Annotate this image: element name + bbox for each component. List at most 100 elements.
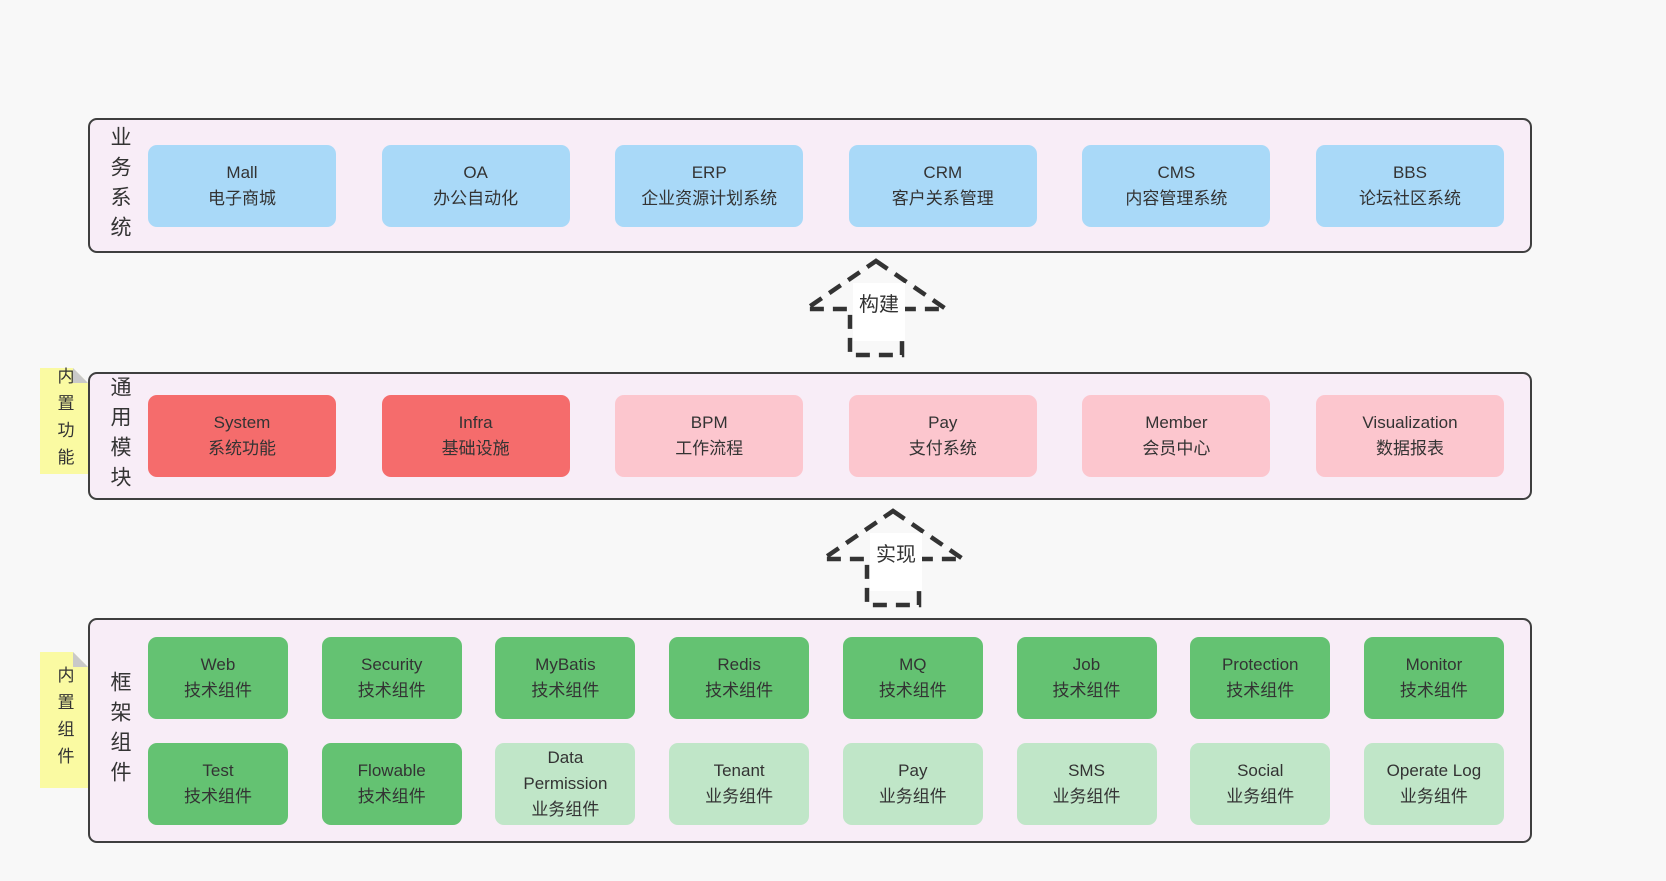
box-social: Social 业务组件: [1190, 742, 1331, 825]
box-pay-component-name: Pay: [898, 760, 928, 780]
box-bpm: BPM 工作流程: [615, 395, 804, 477]
box-pay-module-desc: 支付系统: [908, 439, 977, 458]
box-security-desc: 技术组件: [357, 680, 426, 700]
box-bpm-desc: 工作流程: [675, 439, 744, 458]
box-erp: ERP 企业资源计划系统: [615, 144, 804, 227]
box-test-name: Test: [202, 760, 234, 780]
box-protection-desc: 技术组件: [1226, 680, 1295, 700]
box-visualization-desc: 数据报表: [1375, 439, 1444, 458]
box-cms-desc: 内容管理系统: [1125, 188, 1228, 208]
box-mall-name: Mall: [226, 162, 258, 182]
box-mybatis: MyBatis 技术组件: [495, 636, 636, 719]
box-test-desc: 技术组件: [184, 786, 252, 806]
box-crm-name: CRM: [923, 162, 963, 182]
box-pay-component-desc: 业务组件: [878, 786, 947, 806]
components-box-area: Web 技术组件 Security 技术组件 MyBatis 技术组件 Redi…: [148, 636, 1504, 825]
box-crm-desc: 客户关系管理: [891, 188, 994, 208]
box-pay-module: Pay 支付系统: [848, 395, 1037, 477]
box-member-desc: 会员中心: [1142, 439, 1211, 458]
box-operate-log: Operate Log 业务组件: [1363, 742, 1504, 825]
arrow-build-label: 构建: [859, 293, 899, 316]
box-monitor-name: Monitor: [1405, 654, 1463, 674]
arrow-implement: 实现: [815, 508, 971, 608]
box-mq-desc: 技术组件: [878, 680, 947, 700]
business-box-row: Mall 电子商城 OA 办公自动化 ERP 企业资源计划系统 CRM 客户关系…: [148, 144, 1504, 227]
sticky-note-builtin-features-label: 内置功能: [54, 367, 74, 475]
box-infra-desc: 基础设施: [441, 439, 510, 458]
box-system-name: System: [213, 413, 271, 432]
arrow-implement-label: 实现: [876, 543, 916, 566]
box-test: Test 技术组件: [148, 742, 288, 825]
box-oa-desc: 办公自动化: [433, 188, 519, 208]
modules-box-area: System 系统功能 Infra 基础设施 BPM 工作流程 Pay 支付系统…: [148, 395, 1504, 477]
box-web: Web 技术组件: [148, 636, 288, 719]
box-redis-desc: 技术组件: [705, 680, 774, 700]
box-pay-module-name: Pay: [928, 413, 958, 432]
box-crm: CRM 客户关系管理: [848, 144, 1037, 227]
box-erp-name: ERP: [691, 162, 727, 182]
box-bbs: BBS 论坛社区系统: [1315, 144, 1504, 227]
box-bpm-name: BPM: [690, 413, 728, 432]
box-mq: MQ 技术组件: [842, 636, 983, 719]
box-pay-component: Pay 业务组件: [842, 742, 983, 825]
arrow-build: 构建: [798, 258, 954, 358]
box-protection-name: Protection: [1221, 654, 1299, 674]
arrow-build-outline: [798, 258, 954, 358]
box-job: Job 技术组件: [1016, 636, 1157, 719]
side-label-common-modules: 通用模块: [108, 376, 131, 496]
box-sms-name: SMS: [1068, 760, 1105, 780]
box-social-desc: 业务组件: [1226, 786, 1295, 806]
box-tenant: Tenant 业务组件: [669, 742, 810, 825]
layer-framework-components: 框架组件 Web 技术组件 Security 技术组件 MyBatis 技术组件…: [88, 618, 1532, 843]
box-mybatis-name: MyBatis: [535, 654, 596, 674]
components-box-row-1: Web 技术组件 Security 技术组件 MyBatis 技术组件 Redi…: [148, 636, 1504, 719]
box-flowable-desc: 技术组件: [357, 786, 426, 806]
box-protection: Protection 技术组件: [1190, 636, 1331, 719]
box-job-desc: 技术组件: [1052, 680, 1121, 700]
box-member-name: Member: [1145, 413, 1208, 432]
box-data-permission: Data Permission 业务组件: [495, 742, 636, 825]
box-operate-log-desc: 业务组件: [1399, 786, 1468, 806]
box-sms: SMS 业务组件: [1016, 742, 1157, 825]
sticky-note-builtin-components: 内置组件: [40, 652, 88, 788]
box-data-permission-name: Data Permission: [523, 747, 608, 793]
box-oa-name: OA: [463, 162, 488, 182]
arrow-implement-outline: [815, 508, 971, 608]
box-sms-desc: 业务组件: [1052, 786, 1121, 806]
box-mall: Mall 电子商城: [148, 144, 336, 227]
box-oa: OA 办公自动化: [381, 144, 570, 227]
box-member: Member 会员中心: [1082, 395, 1271, 477]
box-redis: Redis 技术组件: [669, 636, 810, 719]
box-flowable: Flowable 技术组件: [321, 742, 462, 825]
box-cms: CMS 内容管理系统: [1082, 144, 1271, 227]
box-mall-desc: 电子商城: [208, 188, 276, 208]
components-box-row-2: Test 技术组件 Flowable 技术组件 Data Permission …: [148, 742, 1504, 825]
box-system-desc: 系统功能: [208, 439, 276, 458]
box-operate-log-name: Operate Log: [1386, 760, 1482, 780]
layer-common-modules: 通用模块 System 系统功能 Infra 基础设施 BPM 工作流程 Pay…: [88, 372, 1532, 500]
box-job-name: Job: [1072, 654, 1101, 674]
box-visualization-name: Visualization: [1362, 413, 1458, 432]
sticky-note-builtin-features: 内置功能: [40, 367, 88, 475]
box-flowable-name: Flowable: [357, 760, 426, 780]
layer-business-systems: 业务系统 Mall 电子商城 OA 办公自动化 ERP 企业资源计划系统 CRM…: [88, 118, 1532, 253]
box-monitor-desc: 技术组件: [1399, 680, 1468, 700]
box-security: Security 技术组件: [321, 636, 462, 719]
box-monitor: Monitor 技术组件: [1363, 636, 1504, 719]
box-erp-desc: 企业资源计划系统: [641, 188, 778, 208]
box-visualization: Visualization 数据报表: [1315, 395, 1504, 477]
modules-box-row: System 系统功能 Infra 基础设施 BPM 工作流程 Pay 支付系统…: [148, 395, 1504, 477]
box-mybatis-desc: 技术组件: [531, 680, 600, 700]
box-tenant-desc: 业务组件: [705, 786, 774, 806]
box-data-permission-desc: 业务组件: [531, 799, 600, 819]
sticky-note-builtin-components-label: 内置组件: [54, 666, 74, 774]
business-box-area: Mall 电子商城 OA 办公自动化 ERP 企业资源计划系统 CRM 客户关系…: [148, 144, 1504, 227]
side-label-business-systems: 业务系统: [108, 125, 131, 246]
box-bbs-name: BBS: [1392, 162, 1427, 182]
box-infra: Infra 基础设施: [381, 395, 570, 477]
box-cms-name: CMS: [1157, 162, 1196, 182]
box-web-desc: 技术组件: [184, 680, 252, 700]
box-social-name: Social: [1237, 760, 1284, 780]
box-security-name: Security: [360, 654, 423, 674]
box-redis-name: Redis: [717, 654, 761, 674]
